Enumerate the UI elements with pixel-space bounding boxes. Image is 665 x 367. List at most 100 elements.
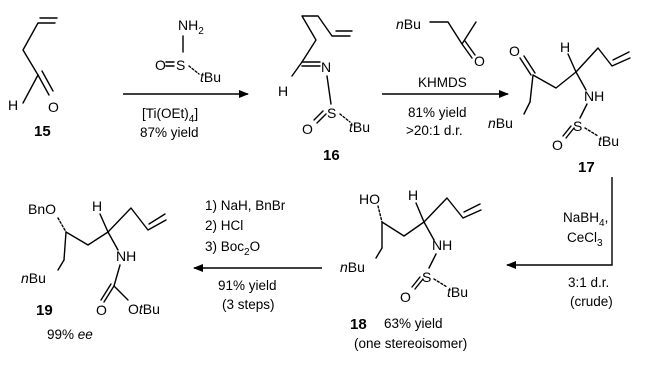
c17-nbu-bond bbox=[523, 101, 531, 115]
c18-o: O bbox=[400, 289, 411, 305]
c19-carbamate-double-bond bbox=[100, 283, 115, 303]
reagent-s-tbu-hash-bond bbox=[188, 65, 200, 75]
step3-dr: 3:1 d.r. bbox=[568, 275, 609, 290]
step3-reagent-1: NaBH4, bbox=[563, 210, 608, 229]
c18-ho: HO bbox=[359, 191, 380, 207]
c18-h: H bbox=[408, 187, 418, 203]
c17-n-s-bond bbox=[579, 103, 588, 119]
reagent-tbu: tBu bbox=[200, 69, 221, 85]
compound-15: H O 15 bbox=[8, 17, 59, 140]
compound-16-label: 16 bbox=[323, 147, 340, 164]
c19-bno: BnO bbox=[28, 201, 56, 217]
reagent-s: S bbox=[176, 57, 185, 73]
c18-side-chain bbox=[423, 197, 482, 223]
compound-15-label: 15 bbox=[34, 123, 51, 140]
c15-carbonyl-double-bond bbox=[37, 70, 54, 96]
c18-stereo-note: (one stereoisomer) bbox=[354, 336, 467, 351]
c19-vinyl-double-bond bbox=[148, 213, 166, 225]
c16-imine-h: H bbox=[278, 83, 288, 99]
step4-yield: 91% yield bbox=[218, 278, 277, 293]
c17-vinyl-double-bond bbox=[612, 51, 630, 61]
step3-reagent-2: CeCl3 bbox=[567, 230, 603, 249]
step4-line-1: 1) NaH, BnBr bbox=[205, 198, 286, 213]
c17-o: O bbox=[552, 137, 563, 153]
step4-line-2: 2) HCl bbox=[205, 218, 243, 233]
c17-h: H bbox=[560, 39, 570, 55]
step1-catalyst: [Ti(OEt)4] bbox=[142, 106, 198, 125]
c16-s: S bbox=[327, 105, 336, 121]
step-4-conditions: 1) NaH, BnBr 2) HCl 3) Boc2O 91% yield (… bbox=[205, 198, 286, 312]
c18-yield: 63% yield bbox=[384, 316, 443, 331]
step2-yield: 81% yield bbox=[408, 105, 467, 120]
c17-nh: NH bbox=[584, 88, 604, 104]
compound-18-label: 18 bbox=[350, 316, 367, 333]
c17-ketone-o: O bbox=[509, 43, 520, 59]
step2-base: KHMDS bbox=[418, 75, 467, 90]
c19-c-n-bond bbox=[107, 231, 119, 251]
c18-s-tbu-hash-bond bbox=[433, 278, 448, 288]
c15-chain bbox=[22, 22, 56, 104]
c19-carbonyl-o: O bbox=[96, 302, 107, 318]
compound-18: HO nBu H NH S O tBu 18 63% yield (one st… bbox=[340, 187, 482, 351]
c19-c-o-bond bbox=[113, 285, 129, 301]
c17-c-n-bond bbox=[575, 71, 587, 91]
ketone-o: O bbox=[474, 53, 485, 69]
c18-c-n-bond bbox=[423, 221, 435, 241]
c18-tbu: tBu bbox=[447, 284, 468, 300]
step-3-conditions: NaBH4, CeCl3 3:1 d.r. (crude) bbox=[563, 210, 613, 309]
step3-note: (crude) bbox=[570, 294, 613, 309]
c18-s-o-bond bbox=[411, 276, 424, 290]
step-2-conditions: KHMDS 81% yield >20:1 d.r. bbox=[406, 75, 467, 138]
c16-s-o-bond bbox=[313, 110, 327, 124]
c19-backbone bbox=[63, 231, 109, 261]
ketone-reagent: nBu O bbox=[396, 16, 485, 69]
c18-oh-hash-bond bbox=[377, 205, 383, 223]
step-1-conditions: [Ti(OEt)4] 87% yield bbox=[140, 106, 199, 140]
step4-steps: (3 steps) bbox=[222, 297, 275, 312]
compound-17: O nBu H NH S O tBu 17 bbox=[488, 39, 631, 176]
reagent-nh2: NH2 bbox=[178, 17, 204, 37]
ketone-carbonyl-double-bond bbox=[461, 40, 476, 59]
c15-aldehyde-h: H bbox=[8, 97, 18, 113]
c16-n: N bbox=[321, 59, 331, 75]
compound-19-label: 19 bbox=[36, 302, 53, 319]
c19-ee: 99% ee bbox=[47, 327, 93, 342]
c17-s: S bbox=[573, 118, 582, 134]
compound-17-label: 17 bbox=[578, 159, 595, 176]
c18-s: S bbox=[422, 269, 431, 285]
c18-nbu: nBu bbox=[340, 259, 365, 275]
c17-nbu: nBu bbox=[488, 115, 513, 131]
c17-s-tbu-hash-bond bbox=[584, 127, 599, 137]
c17-tbu: tBu bbox=[598, 133, 619, 149]
c19-n-c-bond bbox=[113, 264, 121, 287]
c19-nbu-bond bbox=[57, 259, 65, 271]
c19-nh: NH bbox=[116, 248, 136, 264]
c19-side-chain bbox=[107, 207, 167, 233]
compound-16: H N S O tBu 16 bbox=[278, 15, 370, 164]
c19-h: H bbox=[92, 198, 102, 214]
c16-tbu: tBu bbox=[349, 119, 370, 135]
c16-s-tbu-hash-bond bbox=[339, 113, 351, 123]
c18-vinyl-double-bond bbox=[463, 203, 481, 213]
c17-ketone-double-bond bbox=[519, 55, 536, 76]
step2-dr: >20:1 d.r. bbox=[406, 123, 463, 138]
reaction-arrow-3 bbox=[506, 177, 613, 269]
c16-chain bbox=[301, 15, 351, 63]
c18-nbu-bond bbox=[375, 247, 383, 259]
step4-line-3: 3) Boc2O bbox=[205, 239, 260, 258]
ketone-chain bbox=[429, 21, 477, 45]
c15-carbonyl-o: O bbox=[48, 99, 59, 115]
c17-s-o-bond bbox=[562, 125, 575, 139]
c16-h-bond bbox=[291, 61, 303, 77]
sulfinamide-reagent: NH2 O S tBu bbox=[155, 17, 221, 85]
c18-nh: NH bbox=[432, 237, 452, 253]
c16-o: O bbox=[302, 121, 313, 137]
reagent-o: O bbox=[155, 57, 166, 73]
compound-19: BnO nBu H NH O OtBu 19 99% ee bbox=[21, 198, 167, 342]
step1-yield: 87% yield bbox=[140, 125, 199, 140]
c17-side-chain bbox=[575, 47, 631, 73]
c18-n-s-bond bbox=[428, 253, 437, 269]
c19-obn-hash-bond bbox=[57, 217, 67, 233]
c16-n-s-bond bbox=[326, 75, 332, 105]
